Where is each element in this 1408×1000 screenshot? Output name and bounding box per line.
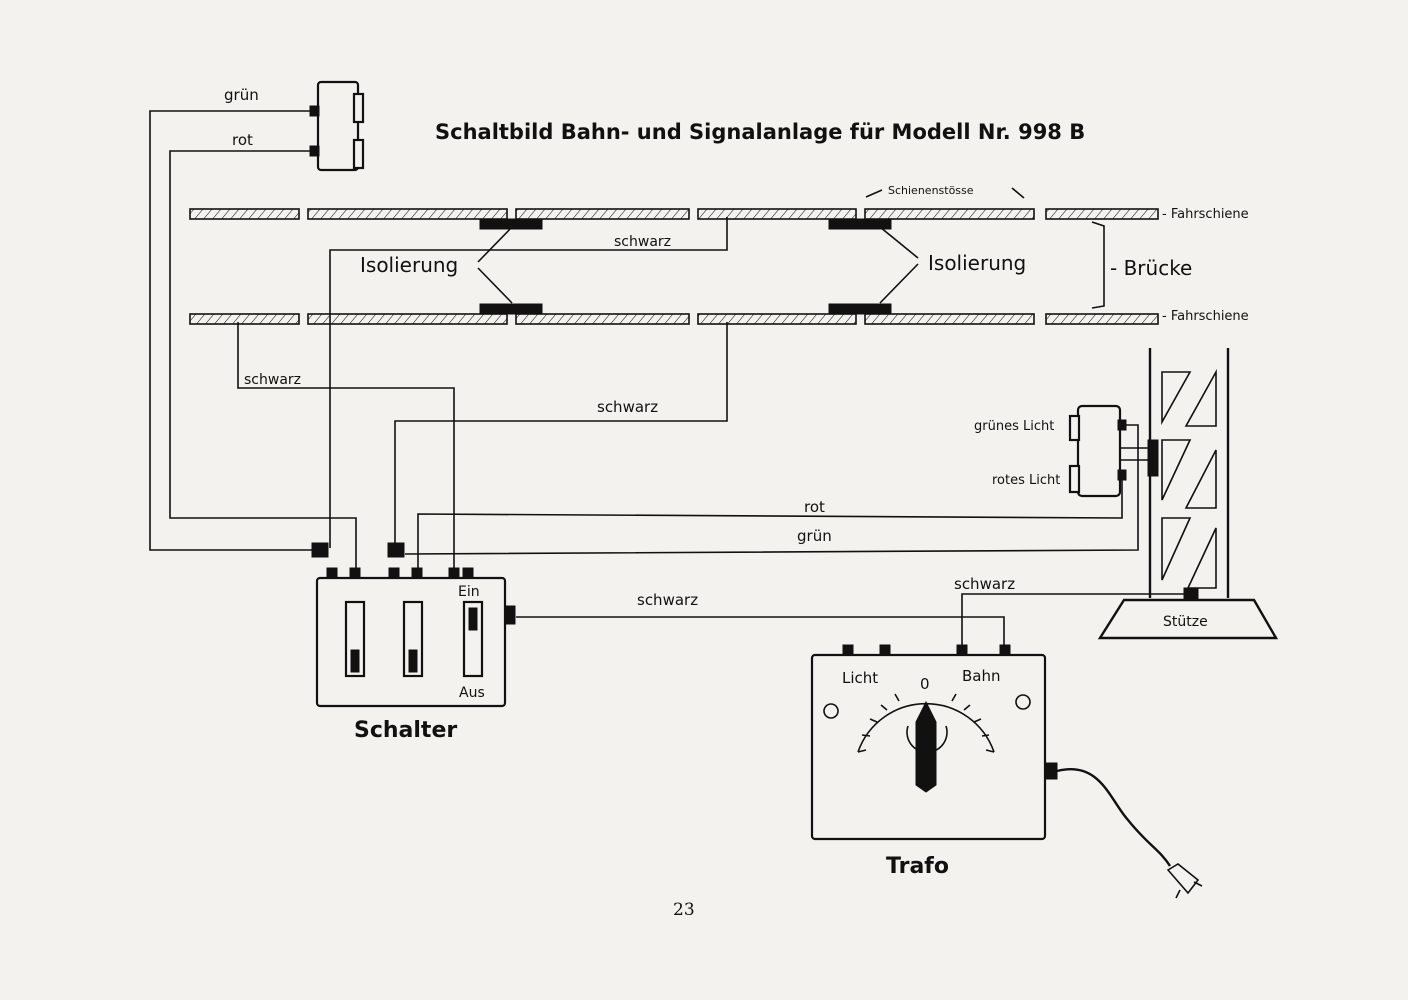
label-ein: Ein [458,584,480,600]
rail-top [189,208,1159,230]
stuetze-base [1097,587,1279,640]
signal-mast [1118,348,1230,598]
rail-bottom [189,303,1159,325]
label-gruen-mid: grün [797,527,832,545]
top-signal-box [309,80,365,172]
label-isolierung-left: Isolierung [360,253,458,277]
label-isolierung-right: Isolierung [928,251,1026,275]
label-aus: Aus [459,685,485,701]
label-schienenstoesse: Schienenstösse [888,184,974,197]
wires [149,110,1190,645]
page-number: 23 [673,900,695,920]
diagram-title: Schaltbild Bahn- und Signalanlage für Mo… [435,120,1085,144]
label-bahn: Bahn [962,667,1001,685]
label-schwarz-5: schwarz [954,575,1015,593]
label-schwarz-4: schwarz [637,591,698,609]
label-dial-zero: 0 [920,675,930,693]
trafo-box [810,644,1203,899]
label-bruecke: - Brücke [1110,256,1192,280]
label-stuetze: Stütze [1163,614,1208,630]
label-schalter: Schalter [354,718,457,743]
label-schwarz-1: schwarz [614,234,671,250]
label-licht: Licht [842,669,878,687]
label-rot-top: rot [232,131,253,149]
label-fahrschiene-bottom: - Fahrschiene [1162,309,1249,324]
label-gruenes-licht: grünes Licht [974,419,1054,434]
label-schwarz-3: schwarz [597,398,658,416]
label-rot-mid: rot [804,498,825,516]
label-gruen-top: grün [224,86,259,104]
schalter-box [311,542,516,708]
label-rotes-licht: rotes Licht [992,473,1060,488]
label-schwarz-2: schwarz [244,372,301,388]
label-fahrschiene-top: - Fahrschiene [1162,207,1249,222]
signal-lamp-box [1068,404,1127,498]
label-trafo: Trafo [886,854,949,879]
